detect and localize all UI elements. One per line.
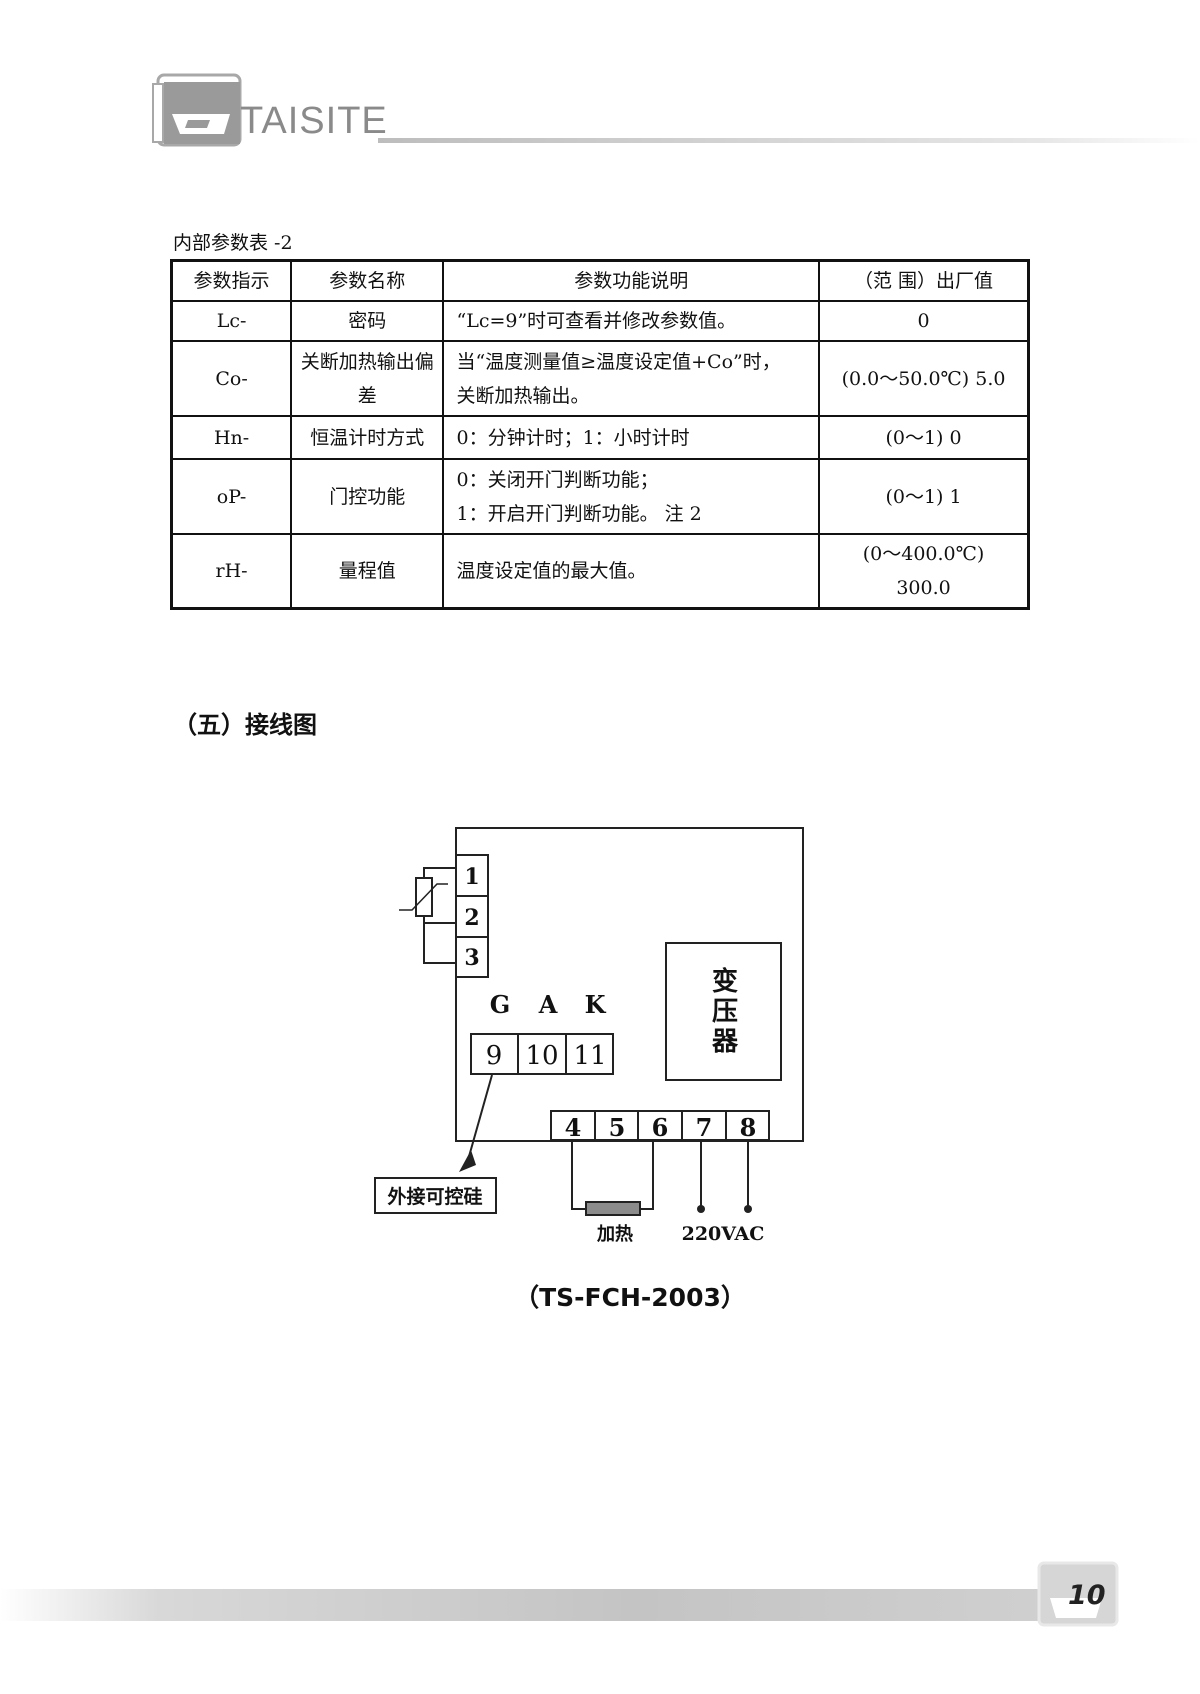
desc-line: 当“温度测量值≥温度设定值+Co”时， [456, 350, 781, 373]
table-caption: 内部参数表 -2 [173, 232, 293, 254]
table-header-row: 参数指示 参数名称 参数功能说明 （范 围）出厂值 [170, 259, 1030, 302]
thermistor-symbol-line [399, 883, 448, 911]
range-line: 300.0 [896, 577, 951, 599]
transformer-label: 压 [712, 997, 738, 1027]
table-row: rH- 量程值 温度设定值的最大值。 (0～400.0℃) 300.0 [170, 533, 1030, 610]
table-row: Hn- 恒温计时方式 0：分钟计时；1：小时计时 (0～1) 0 [170, 415, 1030, 460]
param-name: 量程值 [290, 533, 445, 610]
table-row: oP- 门控功能 0：关闭开门判断功能； 1：开启开门判断功能。 注 2 (0～1… [170, 458, 1030, 535]
table-row: Co- 关断加热输出偏差 当“温度测量值≥温度设定值+Co”时，关断加热输出。 … [170, 340, 1030, 417]
power-terminal-dot [744, 1205, 752, 1213]
param-range: (0～1) 0 [818, 415, 1030, 460]
footer-bar [0, 1589, 1060, 1621]
gak-label: A [538, 990, 558, 1019]
param-name: 恒温计时方式 [290, 415, 445, 460]
header-cell: 参数名称 [290, 259, 445, 302]
param-code: Lc- [170, 300, 293, 342]
param-code: rH- [170, 533, 293, 610]
terminal-11 [565, 1033, 614, 1075]
param-desc: 温度设定值的最大值。 [442, 533, 821, 610]
arrowhead-icon [459, 1150, 476, 1172]
terminal-7 [681, 1110, 727, 1141]
terminal-8 [725, 1110, 770, 1141]
heater-icon [585, 1201, 641, 1216]
terminal-label: 2 [464, 905, 479, 931]
param-name: 门控功能 [290, 458, 445, 535]
terminal-6 [637, 1110, 683, 1141]
terminal-label: 6 [652, 1113, 669, 1142]
scr-arrow [467, 1074, 493, 1161]
taisite-logo-icon [152, 73, 242, 147]
terminal-label: 4 [565, 1113, 582, 1142]
desc-line: 0：关闭开门判断功能； [456, 468, 659, 491]
param-code: Hn- [170, 415, 293, 460]
table-row: Lc- 密码 “Lc=9”时可查看并修改参数值。 0 [170, 300, 1030, 342]
page-number: 10 [1068, 1580, 1106, 1611]
terminal-label: 1 [464, 864, 479, 890]
heater-label: 加热 [596, 1223, 633, 1245]
param-range: 0 [818, 300, 1030, 342]
terminal-1 [455, 854, 489, 897]
transformer-label: 器 [711, 1027, 739, 1057]
desc-line: 关断加热输出。 [456, 384, 590, 407]
param-desc: 0：关闭开门判断功能； 1：开启开门判断功能。 注 2 [442, 458, 821, 535]
terminal-label: 7 [696, 1113, 713, 1142]
param-range: (0.0～50.0℃) 5.0 [818, 340, 1030, 417]
brand-name: TAISITE [240, 100, 388, 142]
heater-wire [640, 1140, 654, 1210]
terminal-label: 11 [573, 1041, 606, 1071]
controller-box [455, 827, 804, 1142]
param-range: (0～1) 1 [818, 458, 1030, 535]
header-cell: （范 围）出厂值 [818, 259, 1030, 302]
range-line: (0～400.0℃) [862, 543, 985, 565]
sensor-wire [423, 916, 456, 964]
terminal-label: 8 [740, 1113, 757, 1142]
terminal-label: 10 [525, 1041, 558, 1071]
param-range: (0～400.0℃) 300.0 [818, 533, 1030, 610]
param-name: 关断加热输出偏差 [290, 340, 445, 417]
param-desc: 当“温度测量值≥温度设定值+Co”时， 关断加热输出。 [442, 340, 821, 417]
gak-label: K [585, 990, 607, 1019]
param-desc: “Lc=9”时可查看并修改参数值。 [442, 300, 821, 342]
header-divider [378, 138, 1200, 143]
param-code: Co- [170, 340, 293, 417]
param-code: oP- [170, 458, 293, 535]
power-terminal-dot [697, 1205, 705, 1213]
param-desc: 0：分钟计时；1：小时计时 [442, 415, 821, 460]
terminal-label: 5 [609, 1113, 626, 1142]
param-name: 密码 [290, 300, 445, 342]
sensor-wire [423, 867, 456, 878]
transformer-label: 变 [712, 966, 738, 997]
transformer-box [665, 942, 782, 1081]
header-cell: 参数功能说明 [442, 259, 821, 302]
power-label: 220VAC [682, 1223, 765, 1245]
section-title: （五）接线图 [173, 710, 317, 739]
terminal-3 [455, 936, 489, 978]
terminal-label: 9 [486, 1041, 503, 1071]
header-cell: 参数指示 [170, 259, 293, 302]
scr-box [374, 1177, 497, 1214]
parameter-table: 参数指示 参数名称 参数功能说明 （范 围）出厂值 Lc- 密码 “Lc=9”时… [170, 259, 1030, 610]
footer-logo-icon [1037, 1561, 1119, 1627]
desc-line: 1：开启开门判断功能。 注 2 [456, 502, 702, 525]
heater-wire [571, 1140, 586, 1210]
scr-label: 外接可控硅 [387, 1185, 482, 1208]
diagram-caption: （TS-FCH-2003） [514, 1283, 746, 1312]
gak-label: G [490, 990, 511, 1019]
terminal-label: 3 [464, 945, 479, 971]
